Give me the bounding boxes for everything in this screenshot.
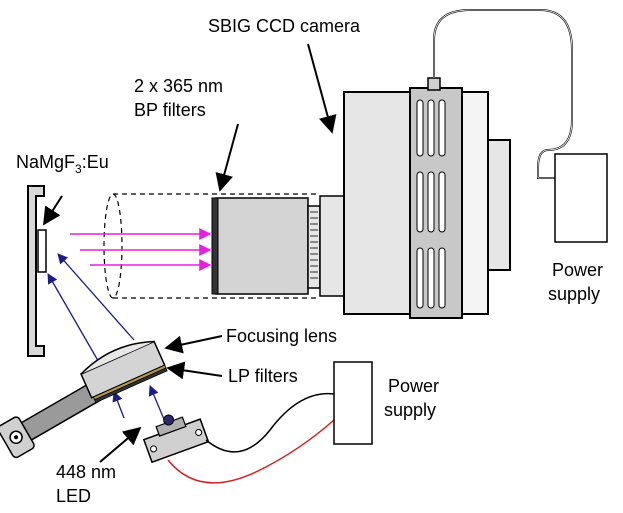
sample-holder — [27, 185, 47, 357]
ccd-camera — [343, 77, 511, 319]
camera-lens — [211, 195, 345, 297]
bp-filters-label-line2: BP filters — [134, 100, 206, 120]
sample-crystal — [37, 229, 47, 273]
led-module — [142, 414, 210, 464]
led-label-line1: 448 nm — [56, 462, 116, 482]
led-power-label-line1: Power — [388, 376, 439, 396]
led-power-supply — [333, 361, 373, 445]
camera-pointer — [307, 43, 337, 134]
focusing-lens-pointer — [164, 335, 223, 354]
excitation-arrow-2 — [57, 253, 135, 341]
focusing-lens-label: Focusing lens — [226, 326, 337, 346]
lp-filters-label: LP filters — [228, 366, 298, 386]
camera-label: SBIG CCD camera — [208, 16, 361, 36]
emission-arrows — [70, 228, 212, 271]
bp-filters-pointer — [215, 123, 239, 192]
led-wire-negative — [205, 392, 335, 453]
excitation-arrow-4 — [148, 385, 167, 425]
bp-filters-label-line1: 2 x 365 nm — [134, 76, 223, 96]
led-label-line2: LED — [56, 486, 91, 506]
focusing-lens-assembly — [0, 340, 168, 459]
sample-pointer — [43, 195, 63, 226]
camera-power-label-line2: supply — [548, 284, 600, 304]
led-wire-positive — [167, 419, 335, 484]
lp-filters-pointer — [166, 361, 223, 380]
camera-power-supply — [554, 153, 608, 243]
camera-power-label-line1: Power — [552, 260, 603, 280]
excitation-arrow-3 — [112, 391, 125, 419]
camera-cable-inner — [433, 9, 573, 179]
led-power-label-line2: supply — [384, 400, 436, 420]
sample-label: NaMgF3:Eu — [16, 152, 109, 176]
lens-mount — [319, 195, 345, 297]
led-pointer — [99, 426, 142, 463]
bp-filters — [211, 197, 219, 295]
led-emitter — [163, 414, 175, 426]
